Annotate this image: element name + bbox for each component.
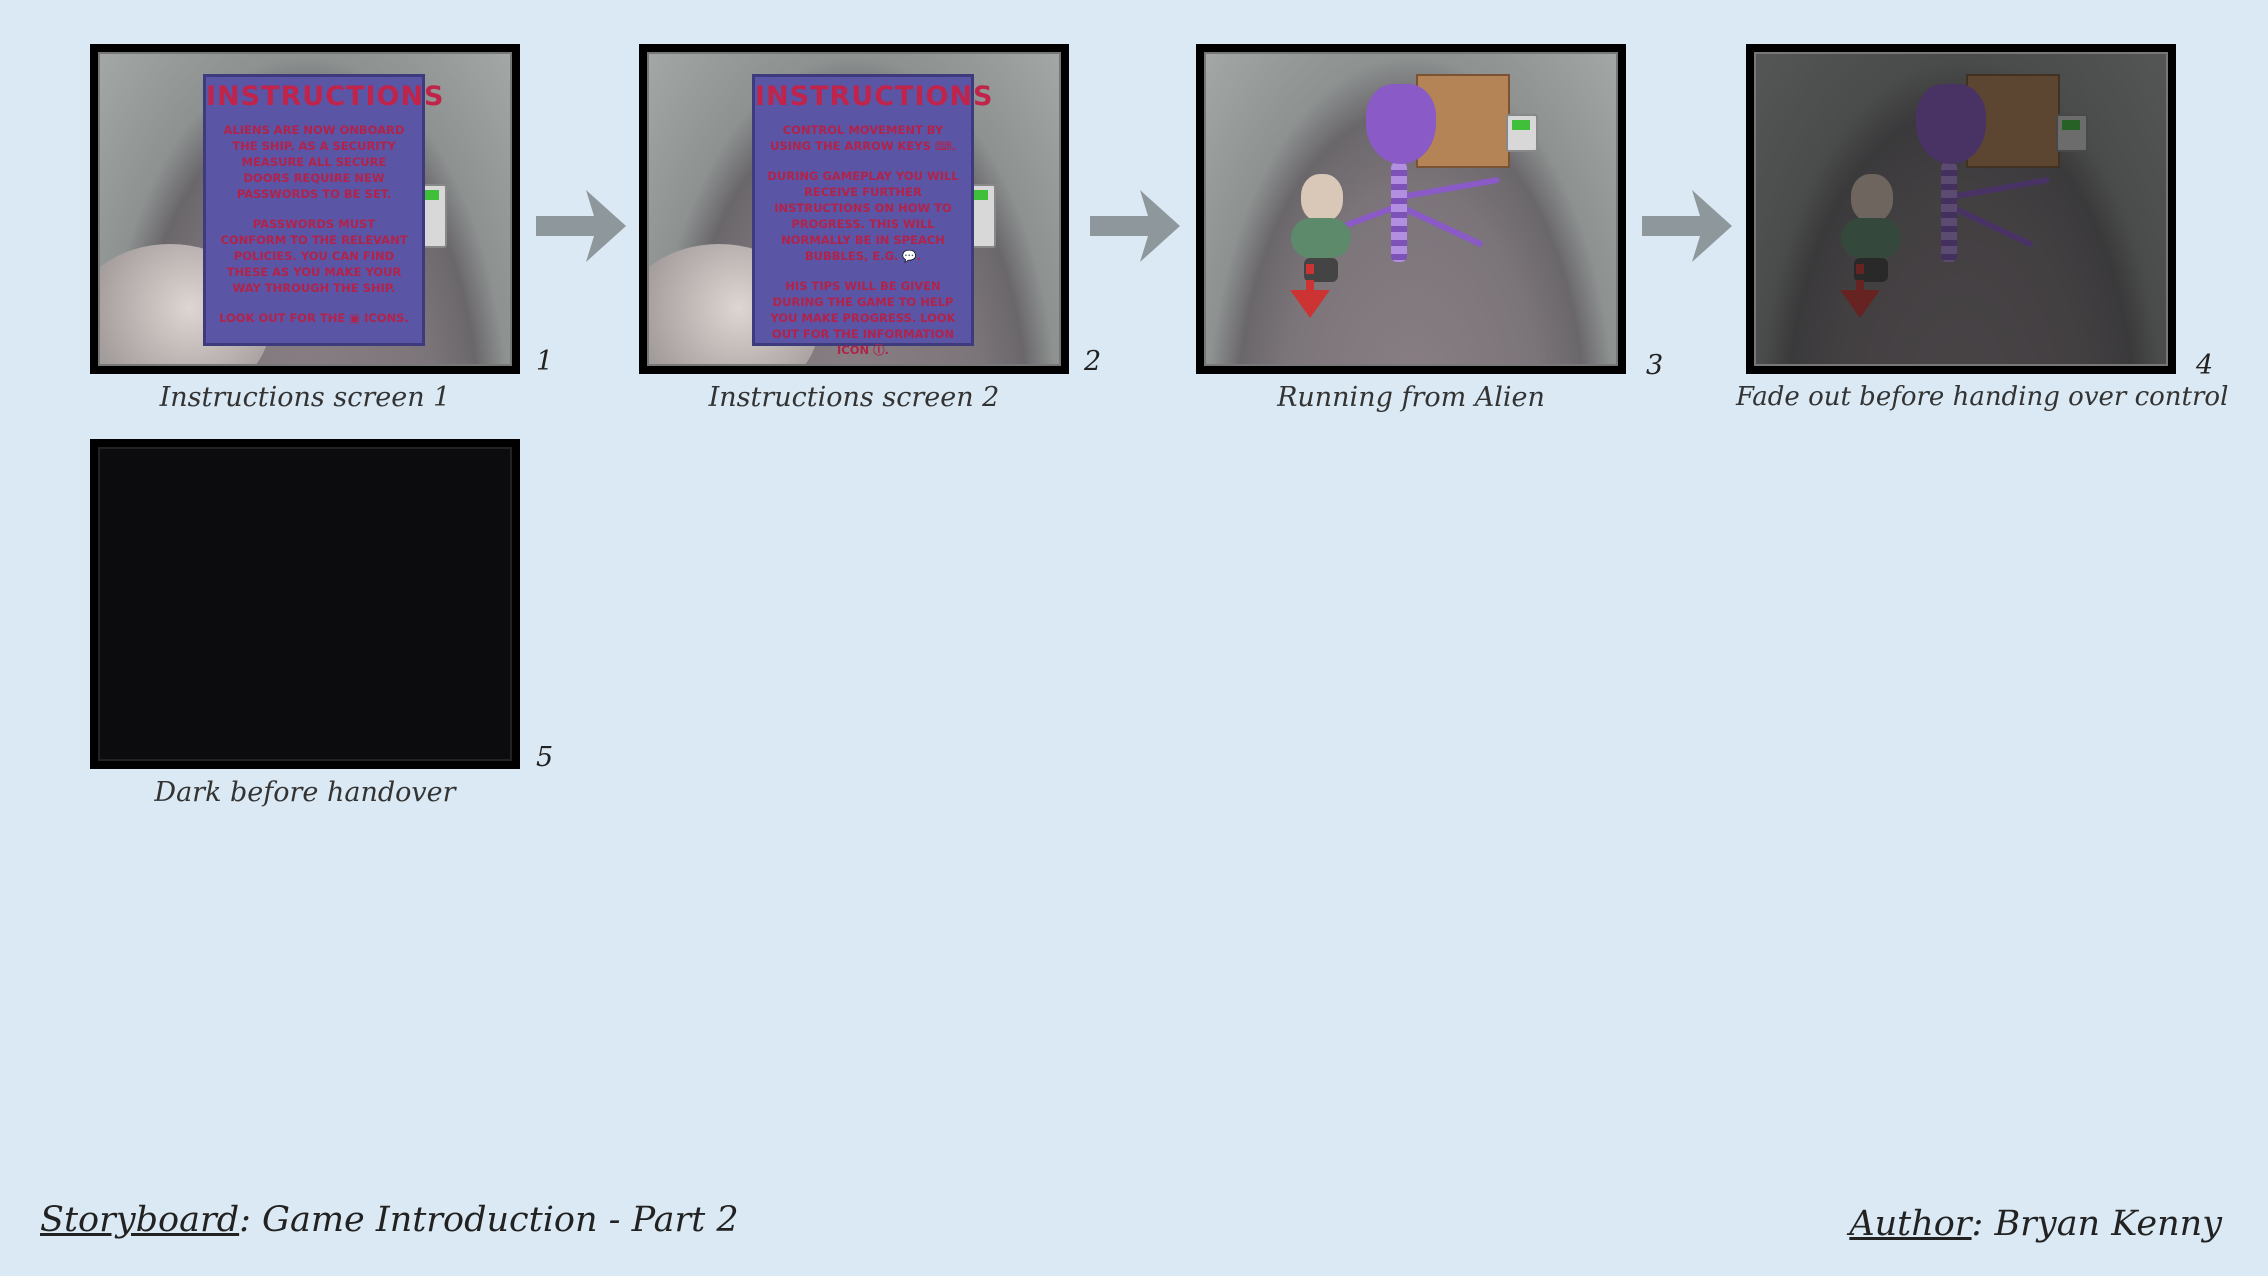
frame-caption: Instructions screen 2 bbox=[708, 382, 1000, 413]
frame-caption: Fade out before handing over control bbox=[1736, 382, 2229, 412]
frame-5-screen bbox=[98, 447, 512, 761]
alien-spine bbox=[1391, 162, 1407, 262]
storyboard-frame-3 bbox=[1196, 44, 1626, 374]
frame-3-screen bbox=[1204, 52, 1618, 366]
author-credit: Author: Bryan Kenny bbox=[1849, 1204, 2222, 1244]
storyboard-title-text: : Game Introduction - Part 2 bbox=[239, 1200, 739, 1240]
panel-paragraph: PASSWORDS MUST CONFORM TO THE RELEVANT P… bbox=[220, 217, 408, 295]
frame-4-screen bbox=[1754, 52, 2168, 366]
panel-title: INSTRUCTIONS bbox=[755, 81, 994, 112]
frame-caption: Running from Alien bbox=[1277, 382, 1545, 413]
frame-caption: Dark before handover bbox=[154, 777, 456, 808]
keypad-icon bbox=[1506, 114, 1538, 152]
frame-number: 3 bbox=[1646, 350, 1664, 381]
panel-paragraph: ALIENS ARE NOW ONBOARD THE SHIP. AS A SE… bbox=[223, 123, 405, 201]
direction-arrow-icon bbox=[1290, 264, 1330, 318]
frame-2-screen: INSTRUCTIONS CONTROL MOVEMENT BY USING T… bbox=[647, 52, 1061, 366]
frame-number: 4 bbox=[2196, 350, 2214, 381]
instructions-panel: INSTRUCTIONS CONTROL MOVEMENT BY USING T… bbox=[752, 74, 994, 357]
storyboard-frame-1: INSTRUCTIONS ALIENS ARE NOW ONBOARD THE … bbox=[90, 44, 520, 374]
panel-title: INSTRUCTIONS bbox=[206, 81, 445, 112]
author-name: : Bryan Kenny bbox=[1971, 1204, 2222, 1244]
panel-paragraph: LOOK OUT FOR THE ▣ ICONS. bbox=[219, 311, 409, 325]
arrow-right-icon bbox=[536, 190, 626, 262]
alien-head-icon bbox=[1366, 84, 1436, 164]
storyboard-frame-4 bbox=[1746, 44, 2176, 374]
player-character bbox=[1286, 174, 1356, 284]
storyboard-title: Storyboard: Game Introduction - Part 2 bbox=[40, 1200, 739, 1240]
frame-caption: Instructions screen 1 bbox=[159, 382, 451, 413]
instructions-panel: INSTRUCTIONS ALIENS ARE NOW ONBOARD THE … bbox=[203, 74, 445, 346]
frame-1-screen: INSTRUCTIONS ALIENS ARE NOW ONBOARD THE … bbox=[98, 52, 512, 366]
storyboard-frame-5 bbox=[90, 439, 520, 769]
frame-number: 1 bbox=[536, 346, 554, 377]
arrow-right-icon bbox=[1642, 190, 1732, 262]
fade-overlay bbox=[1756, 54, 2166, 364]
frame-number: 5 bbox=[536, 742, 554, 773]
frame-number: 2 bbox=[1084, 346, 1102, 377]
arrow-right-icon bbox=[1090, 190, 1180, 262]
panel-paragraph: HIS TIPS WILL BE GIVEN DURING THE GAME T… bbox=[770, 279, 956, 357]
panel-paragraph: CONTROL MOVEMENT BY USING THE ARROW KEYS… bbox=[770, 123, 956, 153]
storyboard-label: Storyboard bbox=[40, 1200, 240, 1240]
author-label: Author bbox=[1849, 1204, 1972, 1244]
storyboard-frame-2: INSTRUCTIONS CONTROL MOVEMENT BY USING T… bbox=[639, 44, 1069, 374]
panel-paragraph: DURING GAMEPLAY YOU WILL RECEIVE FURTHER… bbox=[767, 169, 959, 263]
